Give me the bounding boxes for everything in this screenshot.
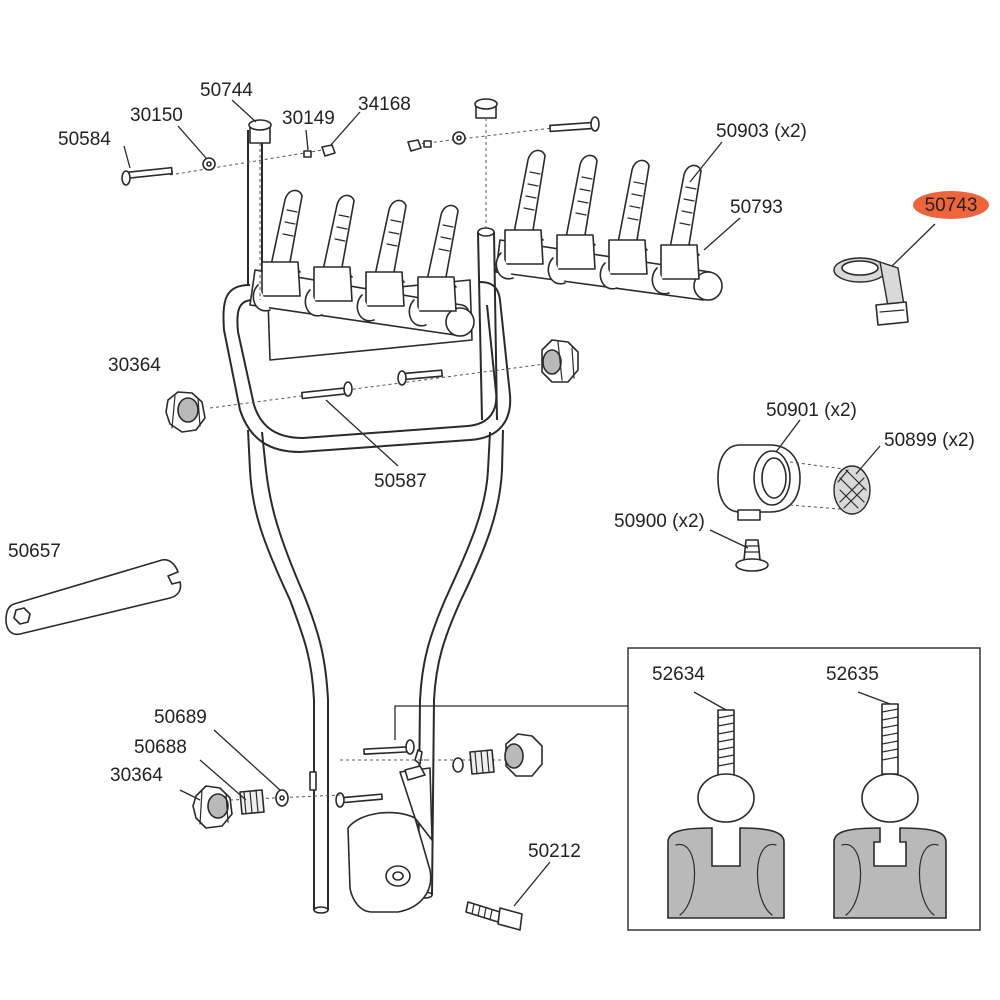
clamp-arm xyxy=(599,159,650,290)
wrench-50657 xyxy=(5,558,182,636)
label-50587: 50587 xyxy=(374,471,427,492)
knob-30364-top-left xyxy=(165,391,206,433)
label-50901: 50901 (x2) xyxy=(766,400,857,421)
label-52634: 52634 xyxy=(652,664,705,685)
hitch-bracket xyxy=(309,749,433,913)
insert-50899 xyxy=(833,465,871,515)
label-30149: 30149 xyxy=(282,108,335,129)
highlighted-part-label-50743: 50743 xyxy=(913,191,989,219)
label-52635: 52635 xyxy=(826,664,879,685)
label-50793: 50793 xyxy=(730,197,783,218)
main-frame xyxy=(222,98,512,914)
label-30364-bottom: 30364 xyxy=(110,765,163,786)
label-50584: 50584 xyxy=(58,129,111,150)
leader-lines xyxy=(123,99,936,907)
label-30364-top: 30364 xyxy=(108,355,161,376)
hitch-bolts xyxy=(229,739,510,808)
clamp-arm xyxy=(304,194,355,317)
middle-bolts xyxy=(209,361,561,409)
clamp-arm xyxy=(408,204,459,327)
label-50212: 50212 xyxy=(528,841,581,862)
screw-50900 xyxy=(735,539,769,572)
clamp-arm xyxy=(252,189,303,312)
spring-50688 xyxy=(239,789,265,815)
label-50688: 50688 xyxy=(134,737,187,758)
bolt-50212 xyxy=(465,901,523,931)
label-50743: 50743 xyxy=(925,195,978,216)
label-50689: 50689 xyxy=(154,707,207,728)
clamp-arm xyxy=(495,149,546,280)
cap-50901 xyxy=(717,444,853,521)
label-50899: 50899 (x2) xyxy=(884,430,975,451)
washer-50689 xyxy=(275,789,289,807)
top-right-bolt-assembly xyxy=(407,116,600,232)
strap-50743 xyxy=(833,257,909,326)
clamp-arm xyxy=(547,154,598,285)
label-50903: 50903 (x2) xyxy=(716,121,807,142)
clamp-arm xyxy=(651,164,702,295)
right-spring-knob xyxy=(452,733,543,777)
inset-detail-box xyxy=(394,647,981,931)
label-34168: 34168 xyxy=(358,94,411,115)
knob-30364-bottom xyxy=(192,785,233,829)
bolt-52635-detail xyxy=(833,703,947,919)
knob-top-right xyxy=(541,339,579,383)
bolt-52634-detail xyxy=(667,709,785,919)
label-50744: 50744 xyxy=(200,80,253,101)
part-labels: 50744 30150 30149 34168 50584 50903 (x2)… xyxy=(8,80,989,862)
label-50900: 50900 (x2) xyxy=(614,511,705,532)
right-clamp-row xyxy=(495,149,723,301)
label-50657: 50657 xyxy=(8,541,61,562)
clamp-arm xyxy=(356,199,407,322)
label-30150: 30150 xyxy=(130,105,183,126)
top-left-bolt-assembly xyxy=(121,143,336,300)
highlight-badge xyxy=(913,191,989,219)
left-clamp-row xyxy=(249,189,475,337)
